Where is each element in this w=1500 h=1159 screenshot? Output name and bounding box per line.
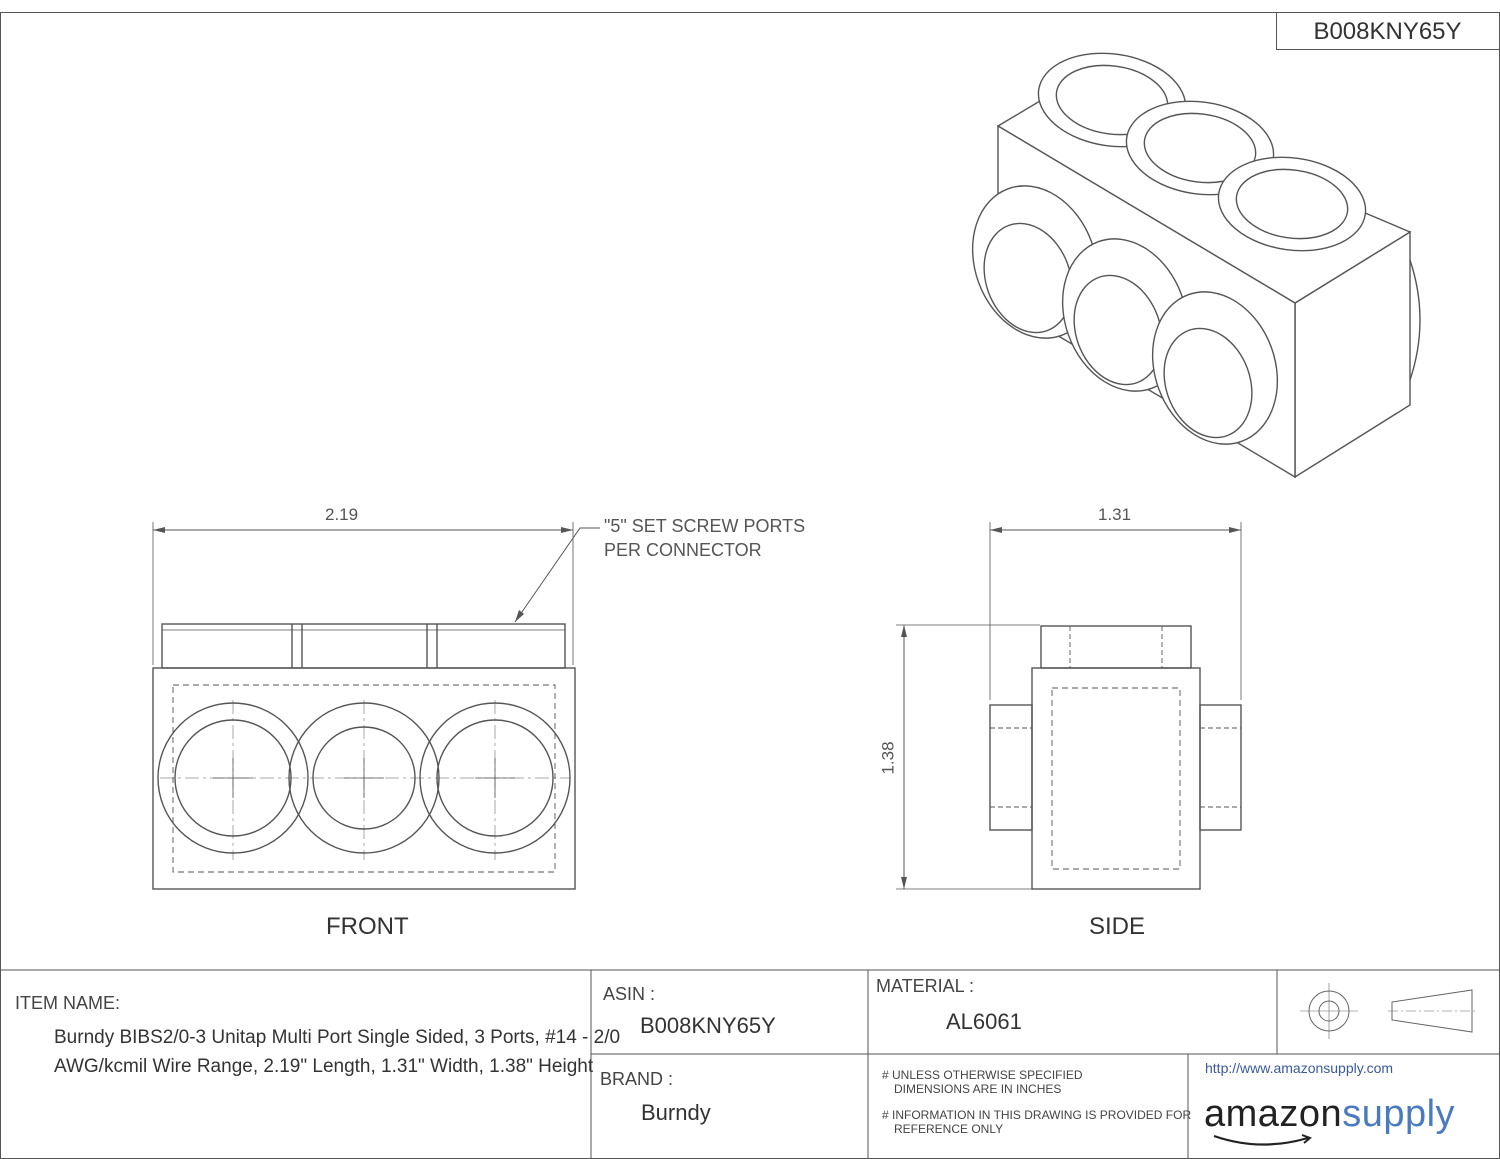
item-name-label: ITEM NAME: bbox=[15, 993, 121, 1013]
brand-label: BRAND : bbox=[600, 1069, 674, 1089]
third-angle-projection-icon bbox=[1300, 983, 1478, 1039]
front-width-dimension: 2.19 bbox=[325, 505, 359, 524]
asin-value: B008KNY65Y bbox=[640, 1013, 776, 1038]
brand-value: Burndy bbox=[641, 1100, 711, 1125]
side-height-dimension: 1.38 bbox=[878, 741, 898, 775]
note-units-line1: # UNLESS OTHERWISE SPECIFIED bbox=[882, 1068, 1083, 1082]
part-number: B008KNY65Y bbox=[1313, 18, 1462, 45]
amazon-smile-icon bbox=[1213, 1134, 1312, 1146]
side-view bbox=[896, 522, 1242, 890]
front-view bbox=[152, 522, 600, 890]
side-view-label: SIDE bbox=[1089, 913, 1146, 940]
logo-amazon-text: amazon bbox=[1204, 1093, 1343, 1135]
isometric-view bbox=[971, 52, 1421, 479]
title-block-grid bbox=[0, 969, 1500, 1159]
material-label: MATERIAL : bbox=[876, 976, 975, 996]
item-name-line2: AWG/kcmil Wire Range, 2.19" Length, 1.31… bbox=[54, 1056, 594, 1077]
note-reference-line2: REFERENCE ONLY bbox=[894, 1122, 1004, 1136]
set-screw-note-line1: "5" SET SCREW PORTS bbox=[604, 516, 806, 536]
note-units-line2: DIMENSIONS ARE IN INCHES bbox=[894, 1082, 1062, 1096]
amazonsupply-logo: amazonsupply bbox=[1204, 1092, 1455, 1136]
item-name-line1: Burndy BIBS2/0-3 Unitap Multi Port Singl… bbox=[54, 1027, 621, 1048]
note-reference-line1: # INFORMATION IN THIS DRAWING IS PROVIDE… bbox=[882, 1108, 1192, 1122]
side-width-dimension: 1.31 bbox=[1098, 505, 1132, 524]
logo-supply-text: supply bbox=[1342, 1093, 1456, 1135]
front-view-label: FRONT bbox=[326, 913, 409, 940]
set-screw-note-line2: PER CONNECTOR bbox=[604, 540, 762, 560]
asin-label: ASIN : bbox=[603, 984, 656, 1004]
material-value: AL6061 bbox=[946, 1009, 1022, 1034]
website-link[interactable]: http://www.amazonsupply.com bbox=[1205, 1060, 1394, 1076]
